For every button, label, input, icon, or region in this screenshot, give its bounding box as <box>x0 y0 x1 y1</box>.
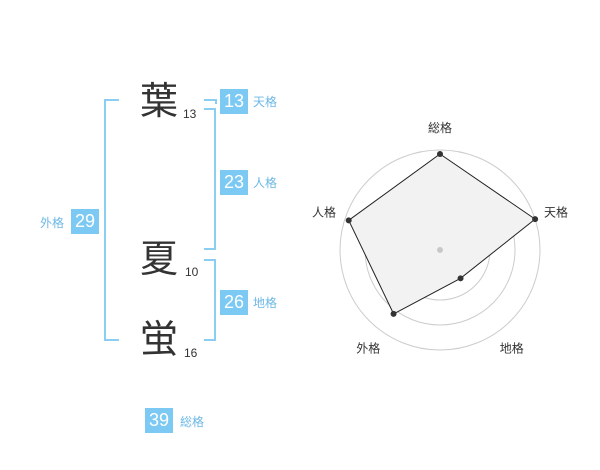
radar-axis-label: 総格 <box>428 120 452 135</box>
radar-axis-label: 天格 <box>544 204 568 219</box>
chikaku-value-badge: 26 <box>220 290 248 315</box>
name-char-2: 夏 <box>140 237 179 281</box>
gaikaku-label: 外格 <box>40 216 65 230</box>
jinkaku-bracket <box>204 108 216 250</box>
radar-axis-label: 外格 <box>356 341 380 356</box>
chikaku-label: 地格 <box>253 296 278 310</box>
radar-area <box>348 153 536 315</box>
radar-point <box>345 217 352 224</box>
radar-center-dot <box>437 247 443 253</box>
tenkaku-label: 天格 <box>253 95 278 109</box>
soukaku-value-badge: 39 <box>145 408 173 433</box>
stroke-count-3: 16 <box>184 346 198 360</box>
tenkaku-bracket <box>204 99 217 104</box>
soukaku-label: 総格 <box>180 415 205 429</box>
radar-point <box>457 275 464 282</box>
tenkaku-value-badge: 13 <box>220 89 248 114</box>
radar-axis-label: 人格 <box>312 204 336 219</box>
jinkaku-label: 人格 <box>253 176 278 190</box>
stroke-count-1: 13 <box>183 107 197 121</box>
radar-point <box>532 216 539 223</box>
name-char-3: 蛍 <box>140 317 179 361</box>
radar-point <box>390 310 397 317</box>
name-char-1: 葉 <box>140 79 179 123</box>
radar-axis-label: 地格 <box>500 341 524 356</box>
chikaku-bracket <box>204 259 216 341</box>
radar-point <box>437 151 443 157</box>
gaikaku-value-badge: 29 <box>71 209 99 234</box>
stroke-count-2: 10 <box>185 265 199 279</box>
radar-points <box>345 151 539 317</box>
gaikaku-bracket <box>104 99 119 341</box>
jinkaku-value-badge: 23 <box>220 170 248 195</box>
